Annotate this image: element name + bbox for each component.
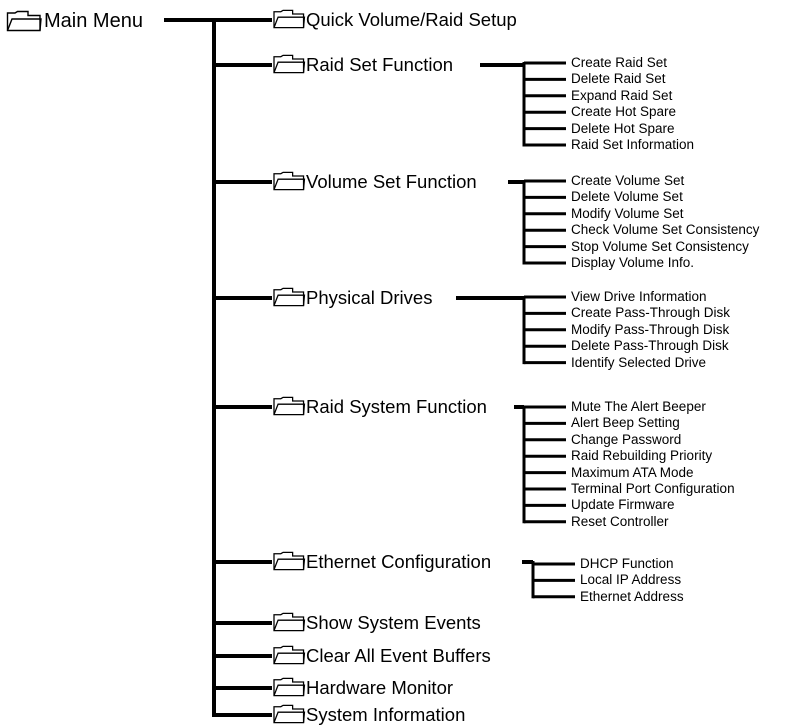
- submenu-item-label: Change Password: [571, 431, 682, 447]
- folder-icon: [273, 171, 306, 191]
- submenu-item-label: Delete Hot Spare: [571, 120, 675, 136]
- category-label: Physical Drives: [306, 287, 433, 308]
- folder-icon: [273, 9, 306, 29]
- folder-icon: [273, 396, 306, 416]
- category-label: Hardware Monitor: [306, 677, 454, 698]
- submenu-item-label: Alert Beep Setting: [571, 415, 680, 431]
- main-menu-label: Main Menu: [44, 10, 143, 32]
- folder-icon: [6, 10, 42, 32]
- category-label: Raid Set Function: [306, 54, 454, 75]
- submenu-item-label: Reset Controller: [571, 513, 669, 529]
- submenu-item-label: Update Firmware: [571, 497, 675, 513]
- folder-icon: [273, 287, 306, 307]
- submenu-item-label: Local IP Address: [580, 572, 682, 588]
- submenu-item-label: Mute The Alert Beeper: [571, 399, 706, 414]
- submenu-item-label: Raid Rebuilding Priority: [571, 448, 713, 464]
- submenu-item-label: Create Hot Spare: [571, 104, 677, 120]
- submenu-item-label: Create Volume Set: [571, 173, 685, 188]
- submenu-item-label: Display Volume Info.: [571, 255, 695, 270]
- category-label: System Information: [306, 704, 466, 725]
- folder-icon: [273, 54, 306, 74]
- submenu-item-label: DHCP Function: [580, 556, 674, 571]
- submenu-item-label: Create Raid Set: [571, 55, 668, 70]
- submenu-item-label: Delete Pass-Through Disk: [571, 338, 729, 354]
- category-label: Ethernet Configuration: [306, 551, 492, 572]
- category-label: Clear All Event Buffers: [306, 645, 491, 666]
- submenu-item-label: Modify Volume Set: [571, 205, 684, 221]
- submenu-item-label: Ethernet Address: [580, 588, 684, 604]
- folder-icon: [273, 645, 306, 665]
- folder-icon: [273, 551, 306, 571]
- submenu-item-label: Identify Selected Drive: [571, 354, 707, 370]
- category-label: Quick Volume/Raid Setup: [306, 9, 517, 30]
- folder-icon: [273, 612, 306, 632]
- submenu-item-label: Modify Pass-Through Disk: [571, 321, 730, 337]
- submenu-item-label: Delete Volume Set: [571, 189, 683, 205]
- submenu-item-label: View Drive Information: [571, 289, 707, 304]
- category-label: Raid System Function: [306, 396, 487, 417]
- category-label: Volume Set Function: [306, 171, 477, 192]
- folder-icon: [273, 704, 306, 724]
- submenu-item-label: Delete Raid Set: [571, 71, 666, 87]
- submenu-item-label: Terminal Port Configuration: [571, 481, 735, 496]
- submenu-item-label: Raid Set Information: [571, 137, 695, 152]
- category-label: Show System Events: [306, 612, 481, 633]
- submenu-item-label: Maximum ATA Mode: [571, 464, 694, 480]
- submenu-item-label: Check Volume Set Consistency: [571, 222, 760, 238]
- submenu-item-label: Expand Raid Set: [571, 87, 673, 103]
- submenu-item-label: Stop Volume Set Consistency: [571, 238, 749, 254]
- submenu-item-label: Create Pass-Through Disk: [571, 305, 731, 321]
- folder-icon: [273, 677, 306, 697]
